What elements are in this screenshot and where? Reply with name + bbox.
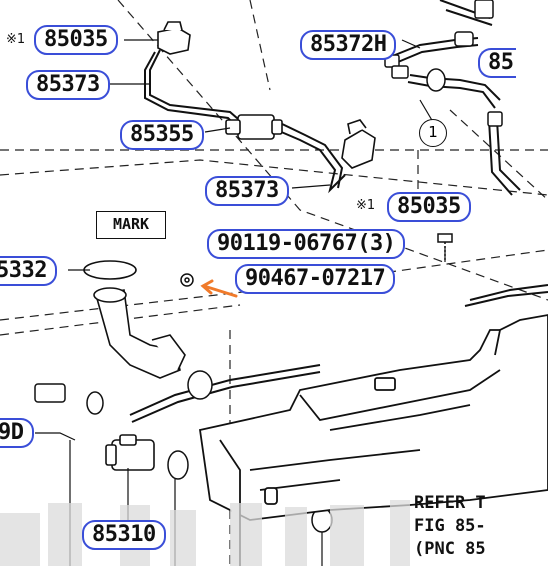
refer-note-line-2: FIG 85- <box>414 516 486 536</box>
callout-85-right-edge[interactable]: 85 <box>478 48 516 78</box>
hose-joints <box>384 0 503 127</box>
washer-tank <box>198 314 548 566</box>
refer-note-line-1: REFER T <box>414 493 486 513</box>
callout-85332[interactable]: 5332 <box>0 256 57 286</box>
callout-85373-middle[interactable]: 85373 <box>205 176 289 206</box>
callout-85035-upper[interactable]: 85035 <box>34 25 118 55</box>
callout-85310[interactable]: 85310 <box>82 520 166 550</box>
refer-note-line-3: (PNC 85 <box>414 539 486 559</box>
star-note-upper: ※1 <box>6 32 26 47</box>
check-valve <box>225 114 283 140</box>
fasteners <box>34 233 453 533</box>
callout-9d[interactable]: 9D <box>0 418 34 448</box>
mark-label: MARK <box>96 211 166 239</box>
callout-85355[interactable]: 85355 <box>120 120 204 150</box>
callout-90467-07217[interactable]: 90467-07217 <box>235 264 396 294</box>
refer-note: REFER T FIG 85- (PNC 85 <box>414 492 548 561</box>
filler-neck <box>83 260 186 379</box>
washer-nozzles <box>157 21 376 169</box>
circle-reference-1: 1 <box>419 119 447 147</box>
callout-90119-06767[interactable]: 90119-06767(3) <box>207 229 406 259</box>
callout-85372h[interactable]: 85372H <box>300 30 397 60</box>
callout-85373-upper[interactable]: 85373 <box>26 70 110 100</box>
washer-pump <box>105 434 155 471</box>
star-note-middle: ※1 <box>356 198 376 213</box>
callout-85035-middle[interactable]: 85035 <box>387 192 471 222</box>
highlight-arrow <box>200 279 238 298</box>
